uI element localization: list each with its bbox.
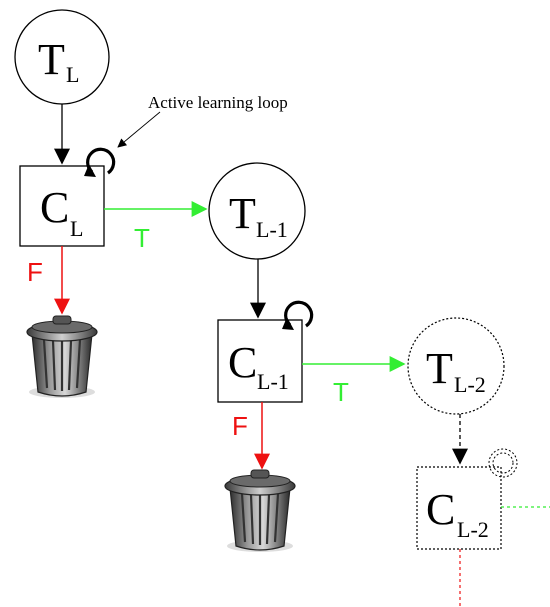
node-c-l-2-sub: L-2 xyxy=(457,517,489,542)
node-t-l-sub: L xyxy=(66,62,79,87)
trash-can-icon xyxy=(25,314,99,400)
annotation-pointer xyxy=(117,111,161,148)
node-t-l-2-main: T xyxy=(426,344,453,393)
trash-can-icon xyxy=(223,468,297,554)
node-t-l-1-sub: L-1 xyxy=(256,217,288,242)
node-t-l: T L xyxy=(14,9,110,105)
node-c-l-1: C L-1 xyxy=(217,319,303,403)
node-c-l-2-main: C xyxy=(426,485,455,534)
node-t-l-2-sub: L-2 xyxy=(454,372,486,397)
node-c-l: C L xyxy=(19,165,105,247)
loop-icon xyxy=(488,448,518,478)
false-label-1: F xyxy=(27,257,43,287)
loop-icon xyxy=(282,300,314,330)
true-label-2: T xyxy=(333,377,349,407)
node-c-l-sub: L xyxy=(70,216,83,241)
node-c-l-1-sub: L-1 xyxy=(257,369,289,394)
loop-icon xyxy=(84,147,116,177)
node-c-l-2: C L-2 xyxy=(416,466,502,550)
node-t-l-1-main: T xyxy=(229,189,256,238)
node-c-l-main: C xyxy=(40,183,69,232)
false-label-2: F xyxy=(232,411,248,441)
node-t-l-2: T L-2 xyxy=(407,317,505,415)
active-learning-annotation: Active learning loop xyxy=(148,93,288,112)
true-label-1: T xyxy=(134,223,150,253)
node-c-l-1-main: C xyxy=(228,338,257,387)
node-t-l-1: T L-1 xyxy=(208,162,306,260)
node-t-l-main: T xyxy=(38,35,65,84)
